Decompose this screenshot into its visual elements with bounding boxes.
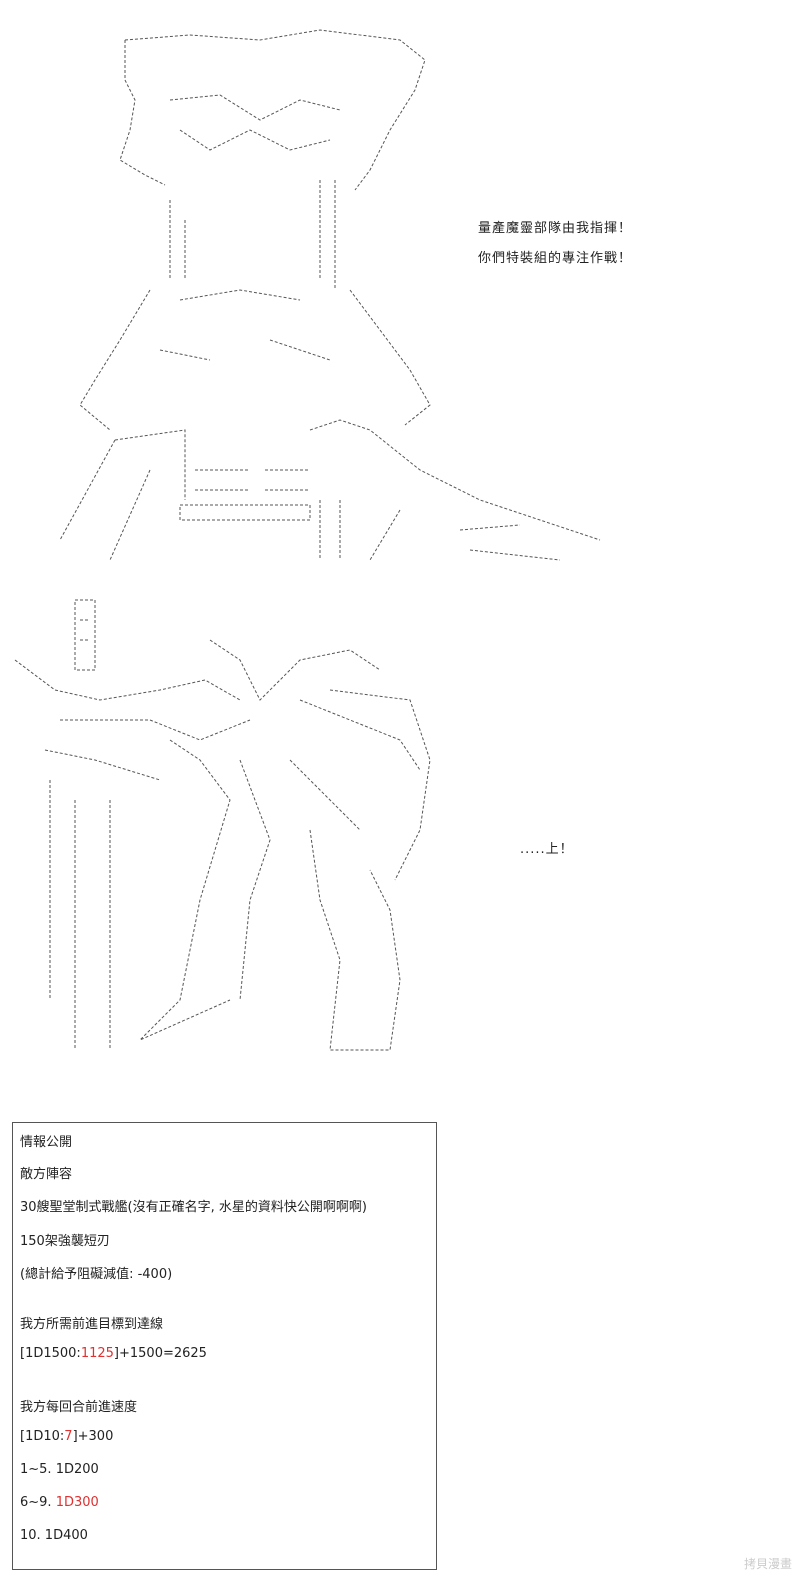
range-label: 6~9.	[20, 1495, 56, 1510]
info-title: 情報公開	[20, 1135, 73, 1150]
range-value: 1D300	[55, 1495, 99, 1510]
speed-heading: 我方每回合前進速度	[20, 1400, 138, 1415]
roll-prefix: [1D1500:	[20, 1346, 81, 1361]
enemy-line-1: 30艘聖堂制式戰艦(沒有正確名字, 水星的資料快公開啊啊啊)	[20, 1200, 367, 1215]
target-heading: 我方所需前進目標到達線	[20, 1317, 164, 1332]
roll-suffix: ]+1500=2625	[113, 1346, 207, 1361]
roll-result: 7	[64, 1429, 73, 1444]
info-box: 情報公開 敵方陣容 30艘聖堂制式戰艦(沒有正確名字, 水星的資料快公開啊啊啊)…	[12, 1122, 437, 1570]
mecha-figures	[14, 599, 431, 1051]
roll-result: 1125	[80, 1346, 114, 1361]
range-line-2: 6~9. 1D300	[20, 1495, 99, 1510]
enemy-line-2: 150架強襲短刃	[20, 1234, 110, 1249]
watermark: 拷貝漫畫	[743, 1557, 792, 1571]
speed-roll: [1D10:7]+300	[20, 1429, 113, 1444]
dialogue-line-2: 你們特裝組的專注作戰！	[478, 251, 633, 266]
roll-suffix: ]+300	[72, 1429, 114, 1444]
dialogue-line-1: 量產魔靈部隊由我指揮！	[478, 221, 633, 236]
range-line-1: 1~5. 1D200	[20, 1462, 99, 1477]
roll-prefix: [1D10:	[20, 1429, 65, 1444]
dialogue-line-3: .....上！	[520, 842, 574, 857]
commander-figure	[59, 29, 601, 561]
enemy-line-3: (總計給予阻礙減值: -400)	[20, 1267, 173, 1282]
target-roll: [1D1500:1125]+1500=2625	[20, 1346, 207, 1361]
range-line-3: 10. 1D400	[20, 1528, 88, 1543]
enemy-heading: 敵方陣容	[20, 1167, 73, 1182]
ascii-art-illustration	[14, 29, 601, 1051]
